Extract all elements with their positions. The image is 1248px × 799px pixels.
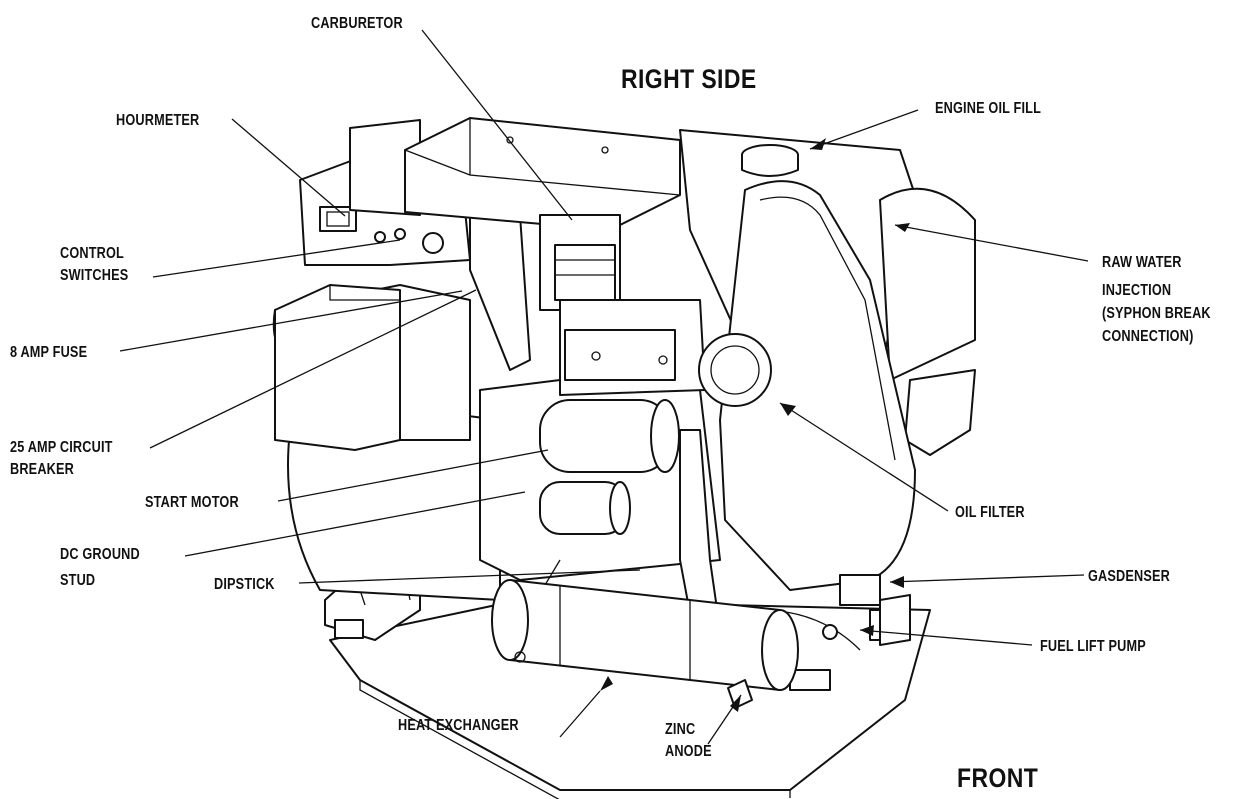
label-heat-exchanger: HEAT EXCHANGER [398,717,519,734]
label-zinc-anode-1: ZINC [665,721,696,738]
label-zinc-anode-2: ANODE [665,743,712,760]
label-8-amp-fuse: 8 AMP FUSE [10,344,88,361]
label-carburetor: CARBURETOR [311,15,403,32]
label-circuit-breaker-2: BREAKER [10,461,74,478]
oil-filter-part [698,333,772,407]
relay-box [274,284,401,451]
label-raw-water-2: INJECTION [1102,282,1172,299]
label-oil-filter: OIL FILTER [955,504,1025,521]
label-raw-water-4: CONNECTION) [1102,328,1194,345]
carburetor-part [539,214,621,311]
label-dipstick: DIPSTICK [214,576,275,593]
arrowheads [600,138,910,712]
label-engine-oil-fill: ENGINE OIL FILL [935,100,1042,117]
label-gasdenser: GASDENSER [1088,568,1170,585]
label-fuel-lift-pump: FUEL LIFT PUMP [1040,638,1146,655]
label-raw-water-3: (SYPHON BREAK [1102,305,1211,322]
oil-fill-cap [741,144,799,177]
leader-lines [119,29,1089,745]
label-start-motor: START MOTOR [145,494,239,511]
heading-right-side: RIGHT SIDE [621,64,757,94]
air-cleaner [349,117,681,231]
fuel-filter [539,481,631,535]
label-control-switches-1: CONTROL [60,245,124,262]
start-motor-part [539,399,680,473]
label-circuit-breaker-1: 25 AMP CIRCUIT [10,439,113,456]
label-hourmeter: HOURMETER [116,112,200,129]
heat-exchanger-part [491,579,799,691]
label-dc-ground-2: STUD [60,572,96,589]
heading-front: FRONT [957,763,1039,793]
label-dc-ground-1: DC GROUND [60,546,140,563]
label-raw-water-1: RAW WATER [1102,254,1182,271]
label-control-switches-2: SWITCHES [60,267,129,284]
zinc-anode-part [727,679,753,709]
